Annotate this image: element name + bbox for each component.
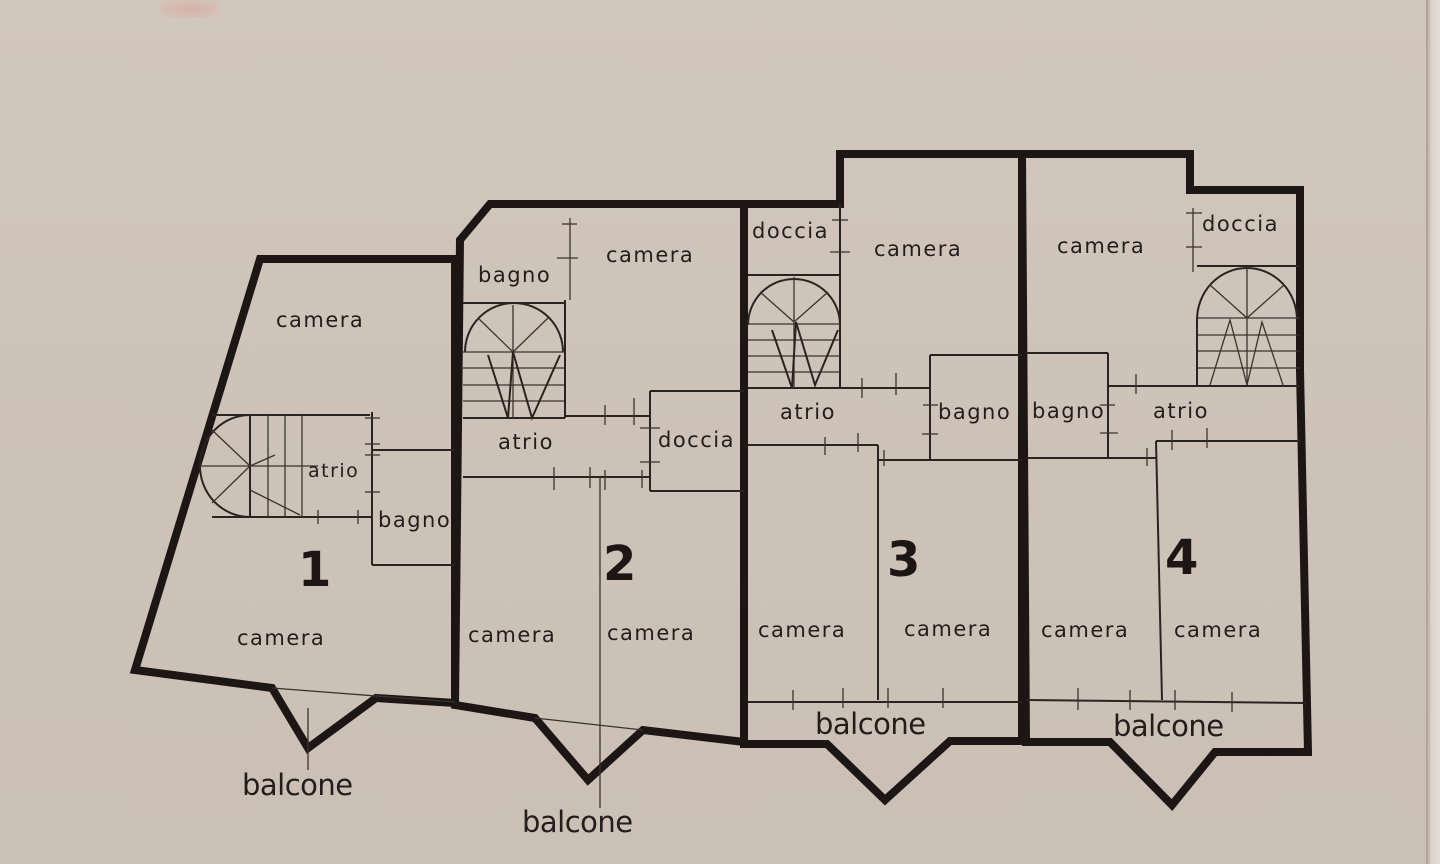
unit-4-room-camera-bottom-left: camera: [1041, 618, 1129, 642]
unit-3-room-camera-top: camera: [874, 237, 962, 261]
unit-2-room-doccia: doccia: [658, 428, 735, 452]
unit-4-balcone: balcone: [1113, 709, 1224, 743]
unit-3-room-bagno: bagno: [938, 400, 1011, 424]
unit-3-number: 3: [887, 532, 920, 588]
unit-2-number: 2: [603, 536, 636, 592]
unit-1-interior: [199, 412, 456, 770]
unit-4-room-camera-bottom-right: camera: [1174, 618, 1262, 642]
paper-stain: [160, 0, 220, 18]
unit-2-room-camera-bottom-right: camera: [607, 621, 695, 645]
unit-1-room-camera-bottom: camera: [237, 626, 325, 650]
unit-2-room-bagno: bagno: [478, 263, 551, 287]
unit-2-balcone: balcone: [522, 805, 633, 839]
unit-3-room-atrio: atrio: [780, 400, 836, 424]
unit-3-room-camera-bottom-left: camera: [758, 618, 846, 642]
unit-4-room-atrio: atrio: [1153, 399, 1209, 423]
unit-2-room-atrio: atrio: [498, 430, 554, 454]
unit-1-room-bagno: bagno: [378, 508, 451, 532]
unit-1-number: 1: [298, 542, 331, 598]
unit-4-room-doccia: doccia: [1202, 212, 1279, 236]
unit-4-room-camera-top: camera: [1057, 234, 1145, 258]
unit-4-number: 4: [1165, 530, 1198, 586]
unit-4-room-bagno: bagno: [1032, 399, 1105, 423]
unit-4-interior: [1025, 208, 1307, 712]
unit-3-balcone: balcone: [815, 707, 926, 741]
unit-2-interior: [463, 218, 744, 808]
unit-2-room-camera-top: camera: [606, 243, 694, 267]
unit-1-room-camera-top: camera: [276, 308, 364, 332]
unit-1-balcone: balcone: [242, 768, 353, 802]
unit-3-room-camera-bottom-right: camera: [904, 617, 992, 641]
unit-1-room-atrio: atrio: [308, 460, 359, 482]
page-edge: [1426, 0, 1440, 864]
unit-3-interior: [747, 204, 1022, 710]
unit-3-room-doccia: doccia: [752, 219, 829, 243]
unit-2-room-camera-bottom-left: camera: [468, 623, 556, 647]
